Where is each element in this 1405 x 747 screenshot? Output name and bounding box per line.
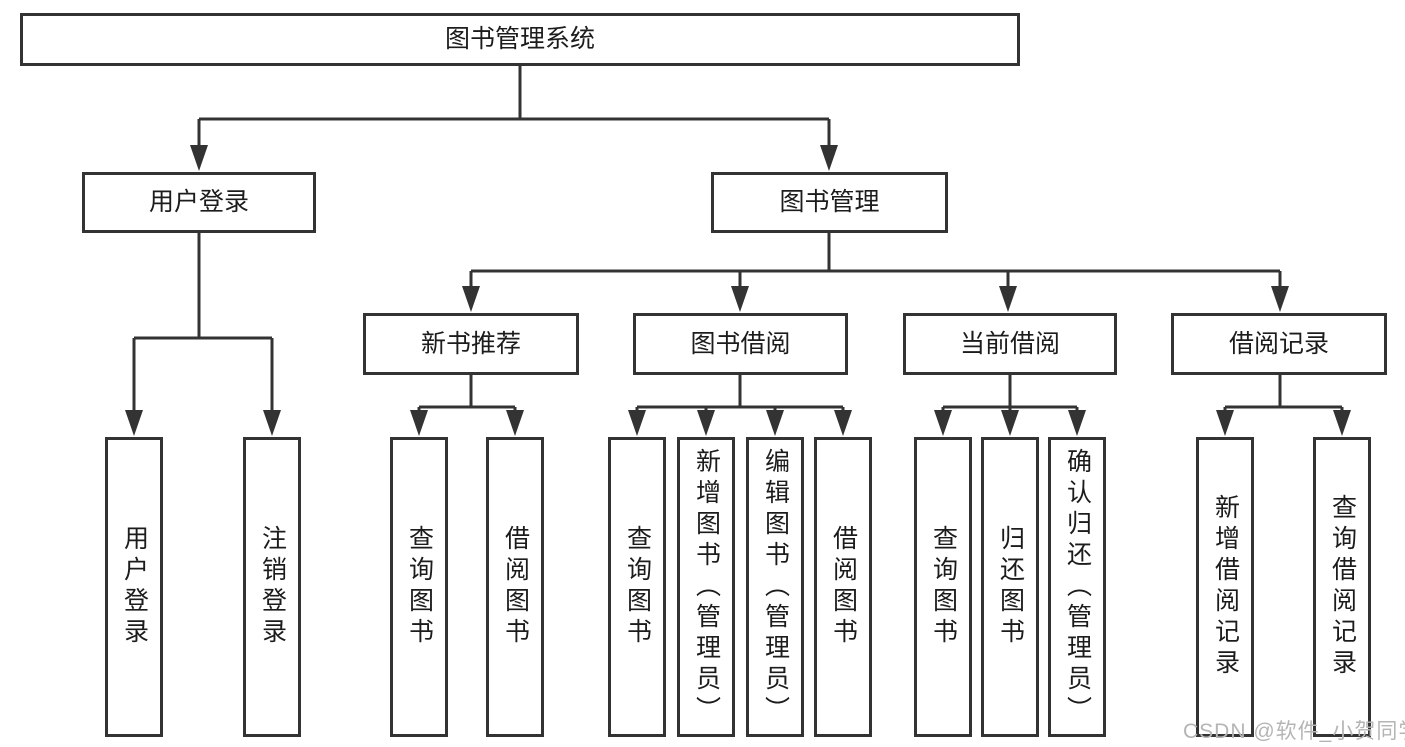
leaf-add-borrow-record: 新增借阅记录 bbox=[1196, 437, 1254, 737]
leaf-borrow-book-1: 借阅图书 bbox=[486, 437, 544, 737]
edges-current-borrow-children bbox=[934, 375, 1086, 436]
leaf-borrow-book-2: 借阅图书 bbox=[814, 437, 872, 737]
edges-book-management-children bbox=[462, 233, 1289, 312]
node-root-library-system: 图书管理系统 bbox=[20, 13, 1020, 66]
edges-user-login-children bbox=[125, 233, 281, 436]
leaf-query-book-1: 查询图书 bbox=[390, 437, 448, 737]
edges-borrow-record-children bbox=[1216, 375, 1351, 436]
leaf-logout: 注销登录 bbox=[243, 437, 301, 737]
leaf-confirm-return-admin: 确认归还（管理员） bbox=[1048, 437, 1106, 737]
node-new-book-recommend: 新书推荐 bbox=[363, 313, 579, 375]
node-current-borrow: 当前借阅 bbox=[903, 313, 1117, 375]
edges-book-borrow-children bbox=[628, 375, 852, 436]
node-borrow-record: 借阅记录 bbox=[1171, 313, 1387, 375]
node-book-management: 图书管理 bbox=[711, 172, 948, 233]
node-book-borrow: 图书借阅 bbox=[633, 313, 848, 375]
edges-root-to-level2 bbox=[190, 66, 838, 171]
leaf-query-borrow-record: 查询借阅记录 bbox=[1313, 437, 1371, 737]
leaf-user-login: 用户登录 bbox=[105, 437, 163, 737]
leaf-query-book-3: 查询图书 bbox=[914, 437, 972, 737]
leaf-query-book-2: 查询图书 bbox=[608, 437, 666, 737]
leaf-add-book-admin: 新增图书（管理员） bbox=[677, 437, 735, 737]
leaf-edit-book-admin: 编辑图书（管理员） bbox=[746, 437, 804, 737]
node-user-login: 用户登录 bbox=[82, 172, 316, 233]
edges-new-book-children bbox=[410, 375, 524, 436]
csdn-watermark: CSDN @软件_小贺同学 bbox=[1183, 720, 1405, 743]
leaf-return-book: 归还图书 bbox=[981, 437, 1039, 737]
